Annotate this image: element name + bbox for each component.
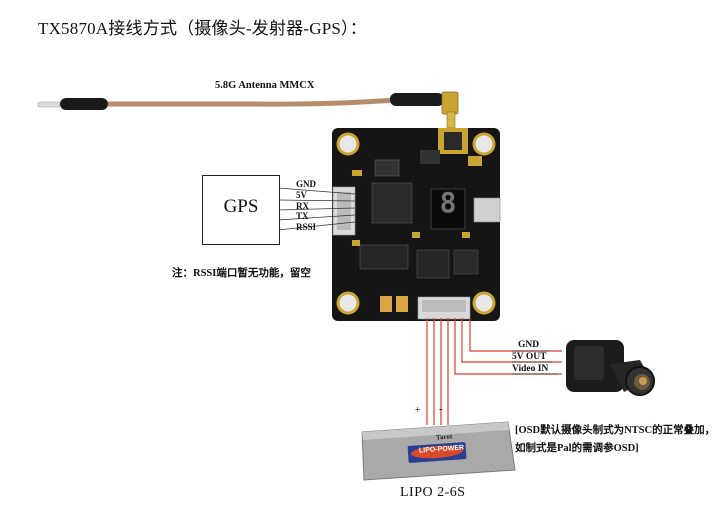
battery-brand: Tarot: [435, 432, 453, 442]
gps-pin-tx: TX: [296, 211, 309, 221]
battery-pack: [361, 421, 516, 481]
battery-wires: [426, 318, 449, 425]
gps-wires: [277, 187, 356, 231]
gps-pin-rssi: RSSI: [296, 222, 317, 232]
camera-label-gnd: GND: [518, 340, 540, 350]
camera-label-lines: [512, 350, 558, 375]
osd-note-line2: 如制式是Pal的需调参OSD]: [515, 443, 639, 454]
osd-note-line1: [OSD默认摄像头制式为NTSC的正常叠加，: [515, 425, 716, 436]
camera-module: [566, 340, 655, 396]
camera-label-video-in: Video IN: [512, 364, 549, 374]
rssi-note: 注：RSSI端口暂无功能，留空: [172, 268, 311, 279]
battery-label: LIPO 2-6S: [400, 485, 466, 500]
gps-label: GPS: [223, 196, 259, 217]
tx5870a-board: [332, 128, 501, 321]
gps-pin-rx: RX: [296, 201, 309, 211]
page-title: TX5870A接线方式（摄像头-发射器-GPS）：: [38, 19, 367, 38]
gps-pin-5v: 5V: [296, 190, 307, 200]
antenna-label: 5.8G Antenna MMCX: [215, 80, 315, 91]
battery-plus-label: +: [415, 405, 421, 416]
antenna-cable: [37, 91, 459, 129]
gps-pin-gnd: GND: [296, 179, 316, 189]
seven-segment-display: 8: [439, 186, 457, 219]
gps-module-box: [202, 175, 280, 245]
camera-label-5v-out: 5V OUT: [512, 352, 547, 362]
battery-minus-label: -: [439, 403, 443, 415]
